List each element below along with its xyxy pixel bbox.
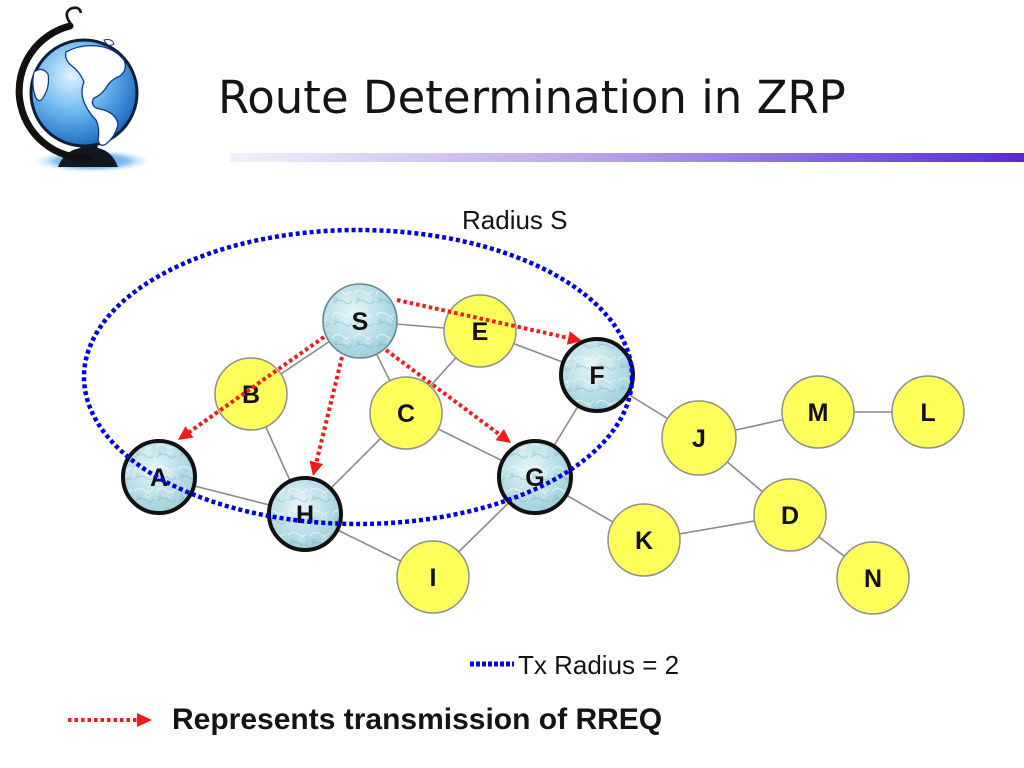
node-d: D [753,478,827,552]
node-l: L [891,375,965,449]
node-label: N [864,565,882,593]
node-label: B [242,381,260,409]
rreq-arrow-head [309,460,324,476]
rreq-arrow-s-h [309,356,344,476]
node-label: I [430,564,437,592]
rreq-arrow-s-f [396,298,582,345]
node-circle [753,478,827,552]
globe-continent-west [32,68,50,102]
node-label: K [635,527,653,555]
node-j: J [661,400,737,476]
rreq-arrow-line [396,298,569,340]
node-circle [396,540,470,614]
globe-continent-americas [64,44,126,146]
rreq-arrow-line [188,335,326,434]
node-s: S [322,283,398,359]
node-label: J [692,425,706,453]
node-a: A [121,439,197,515]
routing-zone-boundary [81,227,635,527]
node-circle [369,376,443,450]
node-label: M [808,399,829,427]
globe-continent-north [103,39,115,46]
rreq-arrows-layer [178,298,582,476]
rreq-arrow-line [384,348,501,437]
node-e: E [443,294,517,368]
node-f: F [559,337,635,413]
node-label: D [781,502,799,530]
node-label: H [296,501,314,529]
node-circle [781,375,855,449]
node-k: K [607,503,681,577]
rreq-arrow-line [314,356,344,463]
rreq-arrow-head [178,426,194,440]
rreq-arrow-head [566,331,582,345]
node-c: C [369,376,443,450]
node-circle [891,375,965,449]
node-label: S [352,308,369,336]
rreq-legend-label: Represents transmission of RREQ [172,703,662,736]
node-label: C [397,400,415,428]
rreq-legend: Represents transmission of RREQ [68,703,662,736]
node-label: E [472,318,489,346]
globe-meridian-ring [15,22,92,162]
node-h: H [267,476,343,552]
node-n: N [836,541,910,615]
node-m: M [781,375,855,449]
node-circle [607,503,681,577]
globe-knob [65,6,83,25]
node-circle [836,541,910,615]
tx-radius-legend: Tx Radius = 2 [470,650,679,680]
rreq-arrow-head [495,429,511,443]
node-b: B [214,357,288,431]
title-underline-bar [230,153,1024,162]
node-label: L [920,399,935,427]
rreq-legend-arrow-head [137,713,152,727]
rreq-arrow-s-a [178,335,326,440]
node-circle [661,400,737,476]
tx-radius-label: Tx Radius = 2 [518,650,679,680]
node-i: I [396,540,470,614]
slide-title: Route Determination in ZRP [218,71,846,124]
zone-radius-label: Radius S [462,205,568,235]
node-label: A [150,464,168,492]
globe-logo [15,6,154,173]
node-label: F [589,362,604,390]
rreq-arrow-s-g [384,348,511,443]
